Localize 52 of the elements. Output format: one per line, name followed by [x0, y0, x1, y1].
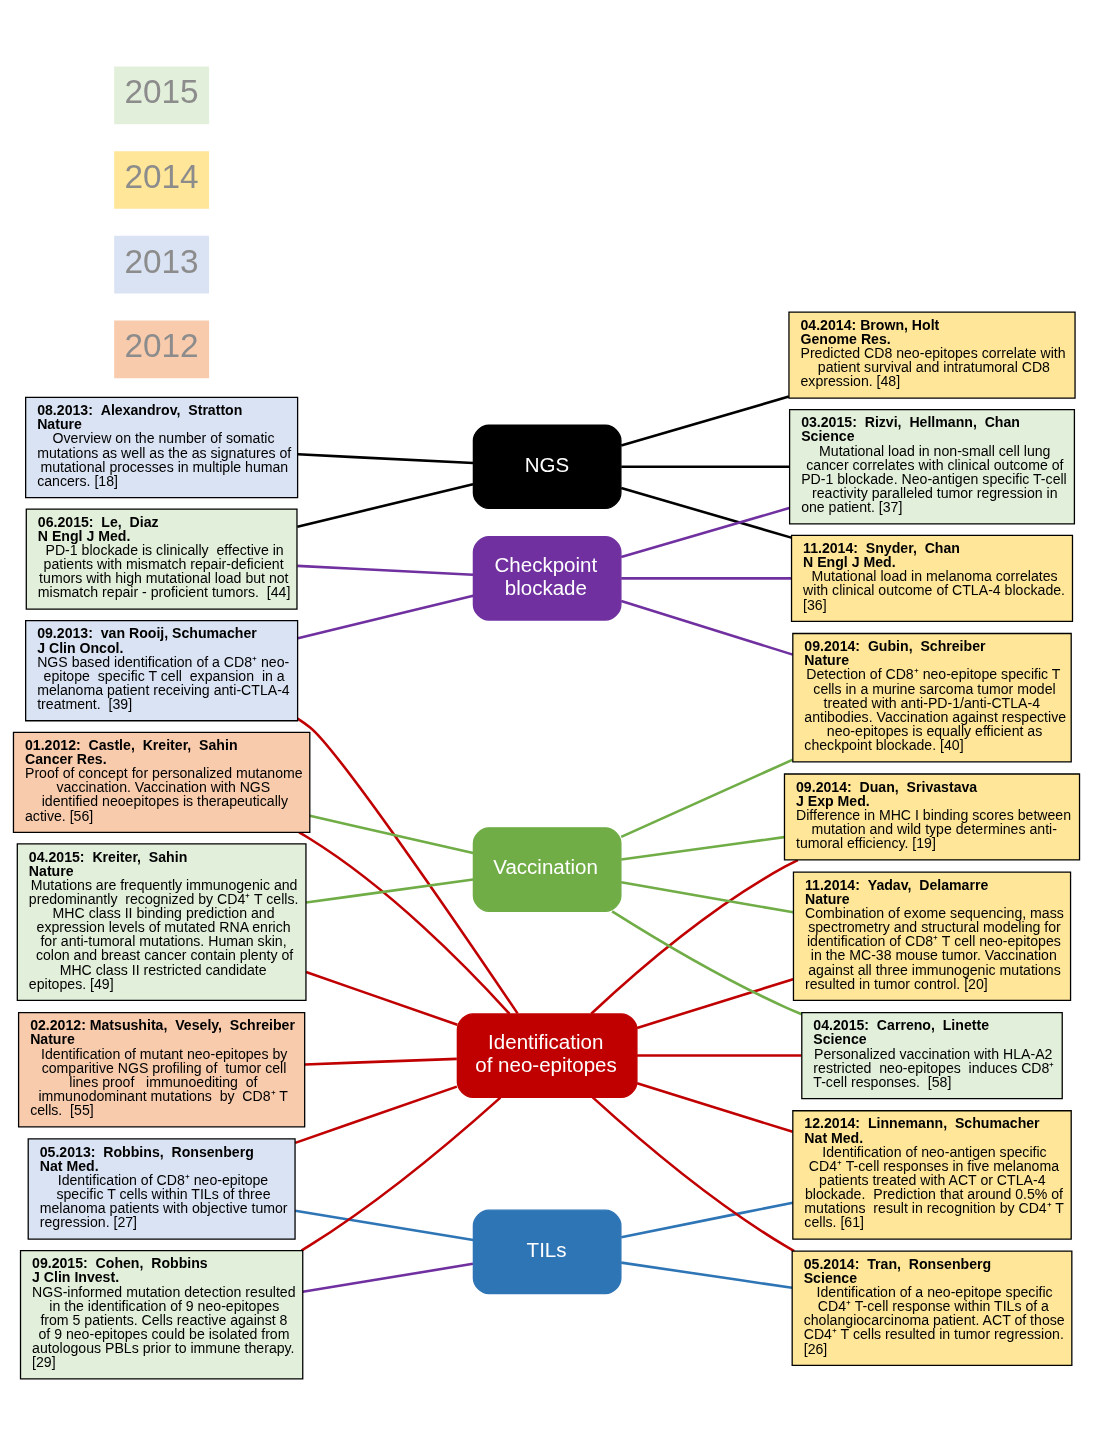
- connector: [297, 594, 474, 640]
- connector: [297, 453, 474, 465]
- connector: [621, 577, 792, 580]
- connector: [620, 599, 794, 656]
- connector: [305, 878, 474, 904]
- connector: [620, 486, 792, 539]
- connector: [305, 970, 458, 1026]
- node-box: 09.2014: Gubin, Schreiber Nature Detection of CD8⁺ neo-epitope specific T cells in a murine sarcoma tumor model treated with anti-PD-1/anti-CTLA-4 antibodies. Vaccination against respective neo-epitopes is equally efficient as checkpoint blockade. [40]: [792, 632, 1072, 763]
- node-box: NGS: [472, 424, 622, 510]
- node-box: TILs: [472, 1209, 622, 1295]
- node-box: Vaccination: [472, 827, 622, 912]
- connector: [636, 1082, 794, 1134]
- connector: [294, 1085, 458, 1145]
- legend-label: 2012: [124, 327, 199, 365]
- node-box: 11.2014: Yadav, Delamarre Nature Combination of exome sequencing, mass spectrometry and structural modeling for identification of CD8⁺ T cell neo-epitopes in the MC-38 mouse tumor. Vaccination against all three immunogenic mutations resulted in tumor control. [20]: [792, 871, 1072, 1002]
- connector: [309, 814, 474, 855]
- connector: [636, 978, 794, 1030]
- connector: [621, 835, 785, 861]
- node-box: 04.2015: Kreiter, Sahin Nature Mutations are frequently immunogenic and predominantly recognized by CD4⁺ T cells. MHC class II binding prediction and expression levels of mutated RNA enrich for anti-tumoral mutations. Human skin, colon and breast cancer contain plenty of MHC class II restricted candidate epitopes. [49]: [16, 843, 307, 1002]
- node-box: 01.2012: Castle, Kreiter, Sahin Cancer Res. Proof of concept for personalized mutanome vaccination. Vaccination with NGS identified neoepitopes is therapeutically active. [56]: [12, 731, 311, 833]
- node-box: 09.2013: van Rooij, Schumacher J Clin Oncol. NGS based identification of a CD8⁺ neo-epitope specific T cell expansion in a melanoma patient receiving anti-CTLA-4 treatment. [39]: [25, 620, 299, 722]
- connector: [621, 881, 794, 914]
- legend-label: 2013: [124, 242, 199, 280]
- node-box: 11.2014: Snyder, Chan N Engl J Med. Mutational load in melanoma correlates with clinical outcome of CTLA-4 blockade. [36]: [790, 534, 1074, 622]
- node-box: Identification of neo-epitopes: [456, 1013, 638, 1098]
- node-box: 06.2015: Le, Diaz N Engl J Med. PD-1 blockade is clinically effective in patients with mismatch repair-deficient tumors with high mutational load but not mismatch repair - proficient tumors. [44]: [25, 508, 298, 610]
- connector: [620, 1201, 794, 1239]
- node-box: 05.2014: Tran, Ronsenberg Science Identification of a neo-epitope specific CD4⁺ T-cell response within TILs of a cholangiocarcinoma patient. ACT of those CD4⁺ T cells resulted in tumor regression. [26]: [791, 1250, 1073, 1367]
- connector: [621, 1261, 793, 1290]
- node-box: 12.2014: Linnemann, Schumacher Nat Med. Identification of neo-antigen specific CD4⁺ T-cell responses in five melanoma patients treated with ACT or CTLA-4 blockade. Prediction that around 0.5% of mutations result in recognition by CD4⁺ T cells. [61]: [792, 1110, 1072, 1240]
- node-box: 05.2013: Robbins, Ronsenberg Nat Med. Identification of CD8⁺ neo-epitope specific T cells within TILs of three melanoma patients with objective tumor regression. [27]: [27, 1138, 296, 1240]
- connector: [302, 1262, 474, 1294]
- connector: [304, 1057, 457, 1066]
- legend-label: 2015: [124, 73, 199, 111]
- connector: [297, 564, 474, 576]
- node-box: 09.2015: Cohen, Robbins J Clin Invest. NGS-informed mutation detection resulted in the identification of 9 neo-epitopes from 5 patients. Cells reactive against 8 of 9 neo-epitopes could be isolated from autologous PBLs prior to immune therapy. [29]: [19, 1249, 304, 1380]
- legend-label: 2014: [124, 158, 199, 196]
- node-box: 09.2014: Duan, Srivastava J Exp Med. Difference in MHC I binding scores between mutation and wild type determines anti-tumoral efficiency. [19]: [783, 773, 1081, 861]
- connector: [620, 395, 790, 447]
- connector: [620, 758, 794, 838]
- node-box: Checkpoint blockade: [472, 536, 622, 621]
- node-box: 02.2012: Matsushita, Vesely, Schreiber Nature Identification of mutant neo-epitopes by comparitive NGS profiling of tumor cell lines proof immunoediting of immunodominant mutations by CD8⁺ T cells. [55]: [17, 1011, 306, 1128]
- node-box: 03.2015: Rizvi, Hellmann, Chan Science Mutational load in non-small cell lung cancer correlates with clinical outcome of PD-1 blockade. Neo-antigen specific T-cell reactivity paralleled tumor regression in one patient. [37]: [788, 409, 1076, 525]
- connector: [621, 465, 790, 468]
- connector: [637, 1054, 802, 1057]
- node-box: 04.2014: Brown, Holt Genome Res. Predicted CD8 neo-epitopes correlate with patient survival and intratumoral CD8 expression. [48]: [788, 311, 1076, 399]
- connector: [295, 1209, 474, 1242]
- connector: [297, 483, 474, 528]
- node-box: 04.2015: Carreno, Linette Science Personalized vaccination with HLA-A2 restricted neo-epitopes induces CD8⁺ T-cell responses. [58]: [801, 1011, 1063, 1100]
- connector: [611, 910, 803, 1016]
- node-box: 08.2013: Alexandrov, Stratton Nature Overview on the number of somatic mutations as well as the as signatures of mutational processes in multiple human cancers. [18]: [25, 396, 299, 499]
- connector: [620, 506, 790, 559]
